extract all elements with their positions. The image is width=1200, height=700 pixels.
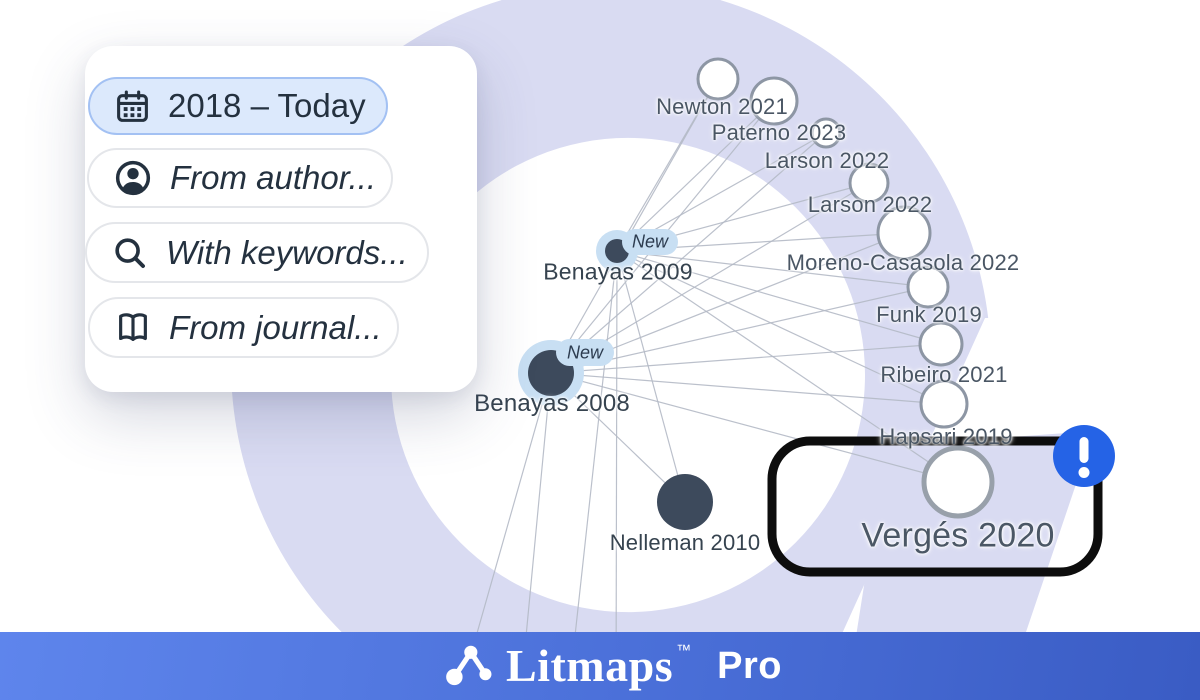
filter-date-range-label: 2018 – Today — [168, 87, 366, 124]
litmaps-logo-icon — [446, 645, 492, 686]
citation-edge — [550, 132, 827, 374]
calendar-icon — [117, 89, 148, 122]
filter-from-author-button[interactable]: From author... — [87, 148, 393, 208]
citation-edge — [616, 250, 686, 503]
graph-node-verges[interactable] — [921, 445, 995, 519]
graph-node-hapsari[interactable] — [919, 379, 969, 429]
filter-from-journal-label: From journal... — [169, 308, 382, 346]
plan-badge: Pro — [717, 644, 782, 687]
citation-edge — [616, 250, 929, 288]
citation-edge — [616, 250, 945, 405]
exclamation-icon — [1079, 437, 1089, 463]
new-badge-label: New — [566, 342, 604, 362]
citation-edge — [567, 250, 618, 700]
citation-edge — [550, 372, 959, 483]
search-icon — [115, 237, 145, 268]
graph-node-larson2[interactable] — [848, 162, 890, 204]
trademark-symbol: ™ — [676, 641, 692, 659]
citation-edge — [616, 100, 775, 252]
author-icon — [115, 160, 151, 196]
graph-node-label-ribeiro: Ribeiro 2021 — [880, 362, 1008, 387]
graph-node-label-funk: Funk 2019 — [876, 302, 982, 327]
graph-node-newton[interactable] — [696, 57, 740, 101]
graph-node-label-hapsari: Hapsari 2019 — [879, 424, 1013, 449]
graph-node-ribeiro[interactable] — [918, 321, 964, 367]
citation-edge — [550, 343, 942, 374]
highlight-box — [767, 436, 1103, 577]
graph-node-larson1[interactable] — [810, 117, 842, 149]
filter-date-range-button[interactable]: 2018 – Today — [88, 77, 388, 135]
graph-node-label-larson1: Larson 2022 — [764, 148, 890, 173]
journal-icon — [119, 312, 147, 341]
graph-node-moreno[interactable] — [876, 205, 932, 261]
graph-node-label-moreno: Moreno-Casasola 2022 — [786, 250, 1020, 275]
footer-bar: Litmaps ™ Pro — [0, 632, 1200, 700]
filter-from-journal-button[interactable]: From journal... — [88, 297, 399, 358]
filter-card: 2018 – Today From author... With keyword… — [85, 46, 477, 392]
graph-node-label-benayas2008: Benayas 2008 — [474, 390, 630, 417]
new-badge-label: New — [631, 231, 669, 252]
exclamation-icon-dot — [1078, 467, 1090, 478]
brand-name: Litmaps — [506, 640, 674, 691]
graph-node-label-verges: Vergés 2020 — [861, 516, 1055, 555]
filter-with-keywords-label: With keywords... — [166, 233, 408, 271]
graph-node-label-larson2: Larson 2022 — [807, 192, 933, 217]
graph-node-nelleman[interactable] — [657, 474, 713, 530]
filter-from-author-label: From author... — [170, 159, 377, 196]
new-badge — [622, 229, 678, 255]
graph-node-paterno[interactable] — [749, 76, 799, 126]
brand-group: Litmaps ™ Pro — [446, 640, 782, 691]
citation-edge — [550, 286, 929, 374]
graph-node-funk[interactable] — [906, 265, 950, 309]
filter-with-keywords-button[interactable]: With keywords... — [85, 222, 429, 283]
citation-edge — [615, 250, 618, 700]
graph-node-label-paterno: Paterno 2023 — [711, 120, 847, 145]
citation-edge — [550, 78, 719, 374]
graph-node-label-newton: Newton 2021 — [656, 94, 788, 119]
new-badge — [556, 339, 614, 366]
graph-node-label-nelleman: Nelleman 2010 — [609, 530, 761, 555]
citation-edge — [616, 250, 942, 345]
graph-node-label-benayas2009: Benayas 2009 — [543, 258, 693, 285]
